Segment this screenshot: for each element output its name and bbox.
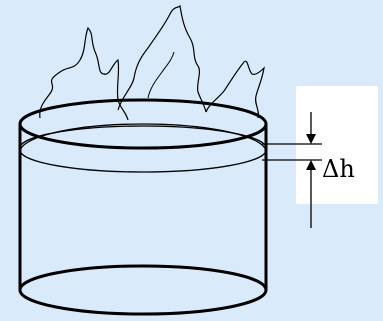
delta-h-label-box — [296, 86, 378, 204]
liquid-level-upper — [19, 149, 267, 173]
arrow-down-head — [306, 134, 316, 144]
liquid-level-back — [19, 125, 267, 149]
flame-right — [205, 60, 265, 119]
flame-center — [117, 4, 207, 113]
liquid-level-lower — [19, 123, 267, 153]
delta-h-label: Δh — [322, 155, 355, 183]
cup-bottom — [18, 264, 268, 316]
flame-inner-wisp — [147, 51, 175, 99]
flame-left — [39, 26, 129, 121]
arrow-up-head — [306, 160, 316, 170]
cup-rim — [18, 98, 268, 150]
